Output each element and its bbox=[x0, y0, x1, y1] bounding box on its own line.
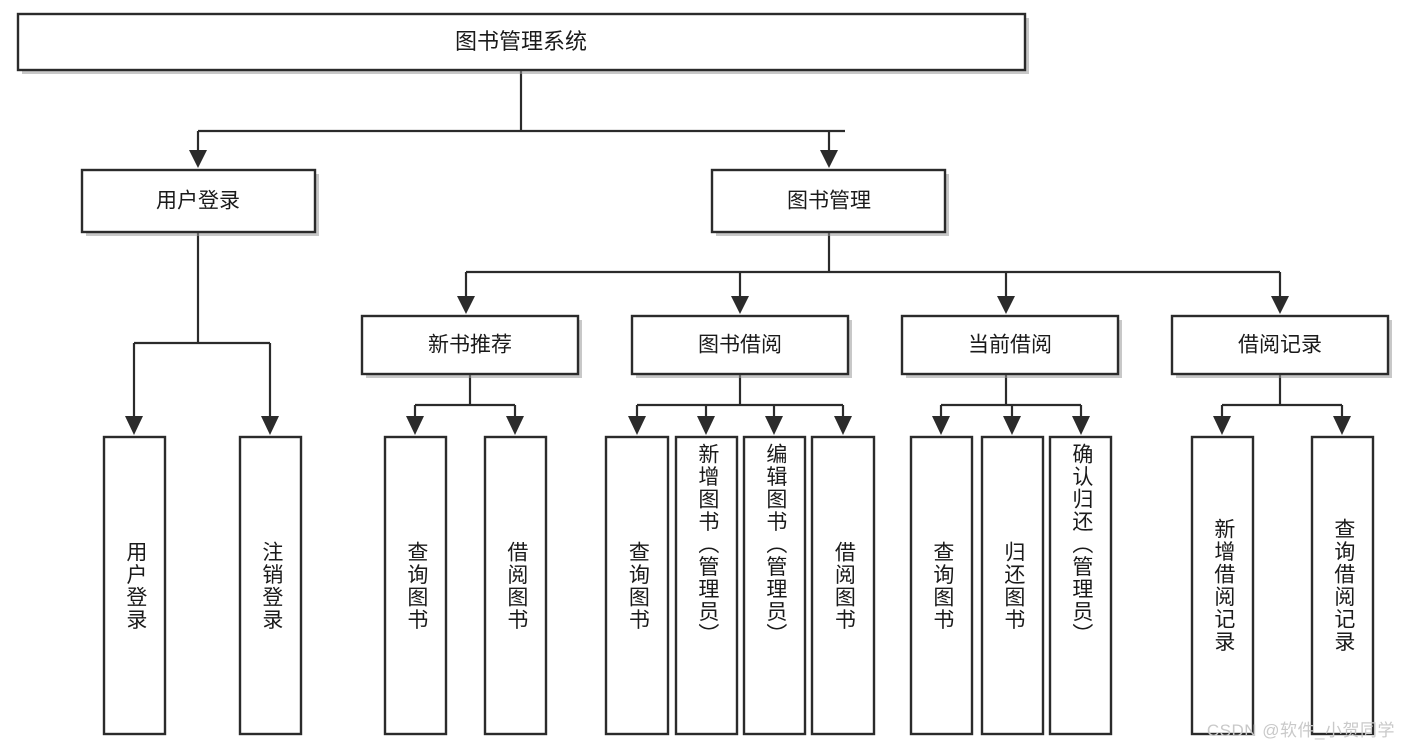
node-book-manage[interactable]: 图书管理 bbox=[710, 168, 949, 236]
arrowhead-leaf-return-book bbox=[1003, 416, 1021, 435]
arrowhead-leaf-user-login bbox=[125, 416, 143, 435]
csdn-watermark: CSDN @软件_小贺同学 bbox=[1206, 721, 1395, 740]
leaf-box-borrow-book-1[interactable] bbox=[483, 435, 548, 736]
node-book-manage-label: 图书管理 bbox=[787, 190, 871, 213]
leaf-box-query-book-3[interactable] bbox=[909, 435, 974, 736]
arrowhead-borrow-record bbox=[1271, 296, 1289, 314]
arrowhead-leaf-confirm-return bbox=[1072, 416, 1090, 435]
arrowhead-leaf-user-logout bbox=[261, 416, 279, 435]
node-new-book-recommend-label: 新书推荐 bbox=[428, 334, 512, 357]
arrowhead-leaf-add-book bbox=[697, 416, 715, 435]
node-new-book-recommend[interactable]: 新书推荐 bbox=[360, 314, 582, 378]
leaf-box-confirm-return[interactable] bbox=[1048, 435, 1113, 736]
node-user-login-label: 用户登录 bbox=[156, 190, 240, 213]
arrowhead-leaf-add-borrow-record bbox=[1213, 416, 1231, 435]
arrowhead-current-borrow bbox=[997, 296, 1015, 314]
leaf-box-borrow-book-2[interactable] bbox=[810, 435, 876, 736]
node-borrow-record[interactable]: 借阅记录 bbox=[1170, 314, 1392, 378]
leaf-box-add-borrow-record[interactable] bbox=[1190, 435, 1255, 736]
leaf-box-user-logout[interactable] bbox=[238, 435, 303, 736]
node-borrow-record-label: 借阅记录 bbox=[1238, 334, 1322, 357]
leaf-box-user-login[interactable] bbox=[102, 435, 167, 736]
arrowhead-leaf-query-book-2 bbox=[628, 416, 646, 435]
arrowhead-leaf-query-book-3 bbox=[932, 416, 950, 435]
node-root-label: 图书管理系统 bbox=[455, 29, 587, 54]
node-book-borrow-label: 图书借阅 bbox=[698, 334, 782, 357]
node-layer: 图书管理系统 用户登录 图书管理 新书推荐 bbox=[16, 12, 1392, 736]
leaf-box-query-borrow-record[interactable] bbox=[1310, 435, 1375, 736]
arrowhead-leaf-query-book-1 bbox=[406, 416, 424, 435]
node-root[interactable]: 图书管理系统 bbox=[16, 12, 1029, 74]
leaf-box-query-book-2[interactable] bbox=[604, 435, 670, 736]
connector-layer bbox=[125, 70, 1351, 435]
node-current-borrow-label: 当前借阅 bbox=[968, 334, 1052, 357]
leaf-box-edit-book[interactable] bbox=[742, 435, 807, 736]
leaf-box-query-book-1[interactable] bbox=[383, 435, 448, 736]
arrowhead-leaf-edit-book bbox=[765, 416, 783, 435]
arrowhead-leaf-borrow-book-1 bbox=[506, 416, 524, 435]
arrowhead-leaf-query-borrow-record bbox=[1333, 416, 1351, 435]
leaf-box-add-book[interactable] bbox=[674, 435, 739, 736]
node-book-borrow[interactable]: 图书借阅 bbox=[630, 314, 852, 378]
node-user-login[interactable]: 用户登录 bbox=[80, 168, 319, 236]
arrowhead-user-login bbox=[189, 150, 207, 168]
arrowhead-leaf-borrow-book-2 bbox=[834, 416, 852, 435]
leaf-box-return-book[interactable] bbox=[980, 435, 1045, 736]
node-current-borrow[interactable]: 当前借阅 bbox=[900, 314, 1122, 378]
arrowhead-book-borrow bbox=[731, 296, 749, 314]
arrowhead-book-manage bbox=[820, 150, 838, 168]
arrowhead-new-book-recommend bbox=[457, 296, 475, 314]
